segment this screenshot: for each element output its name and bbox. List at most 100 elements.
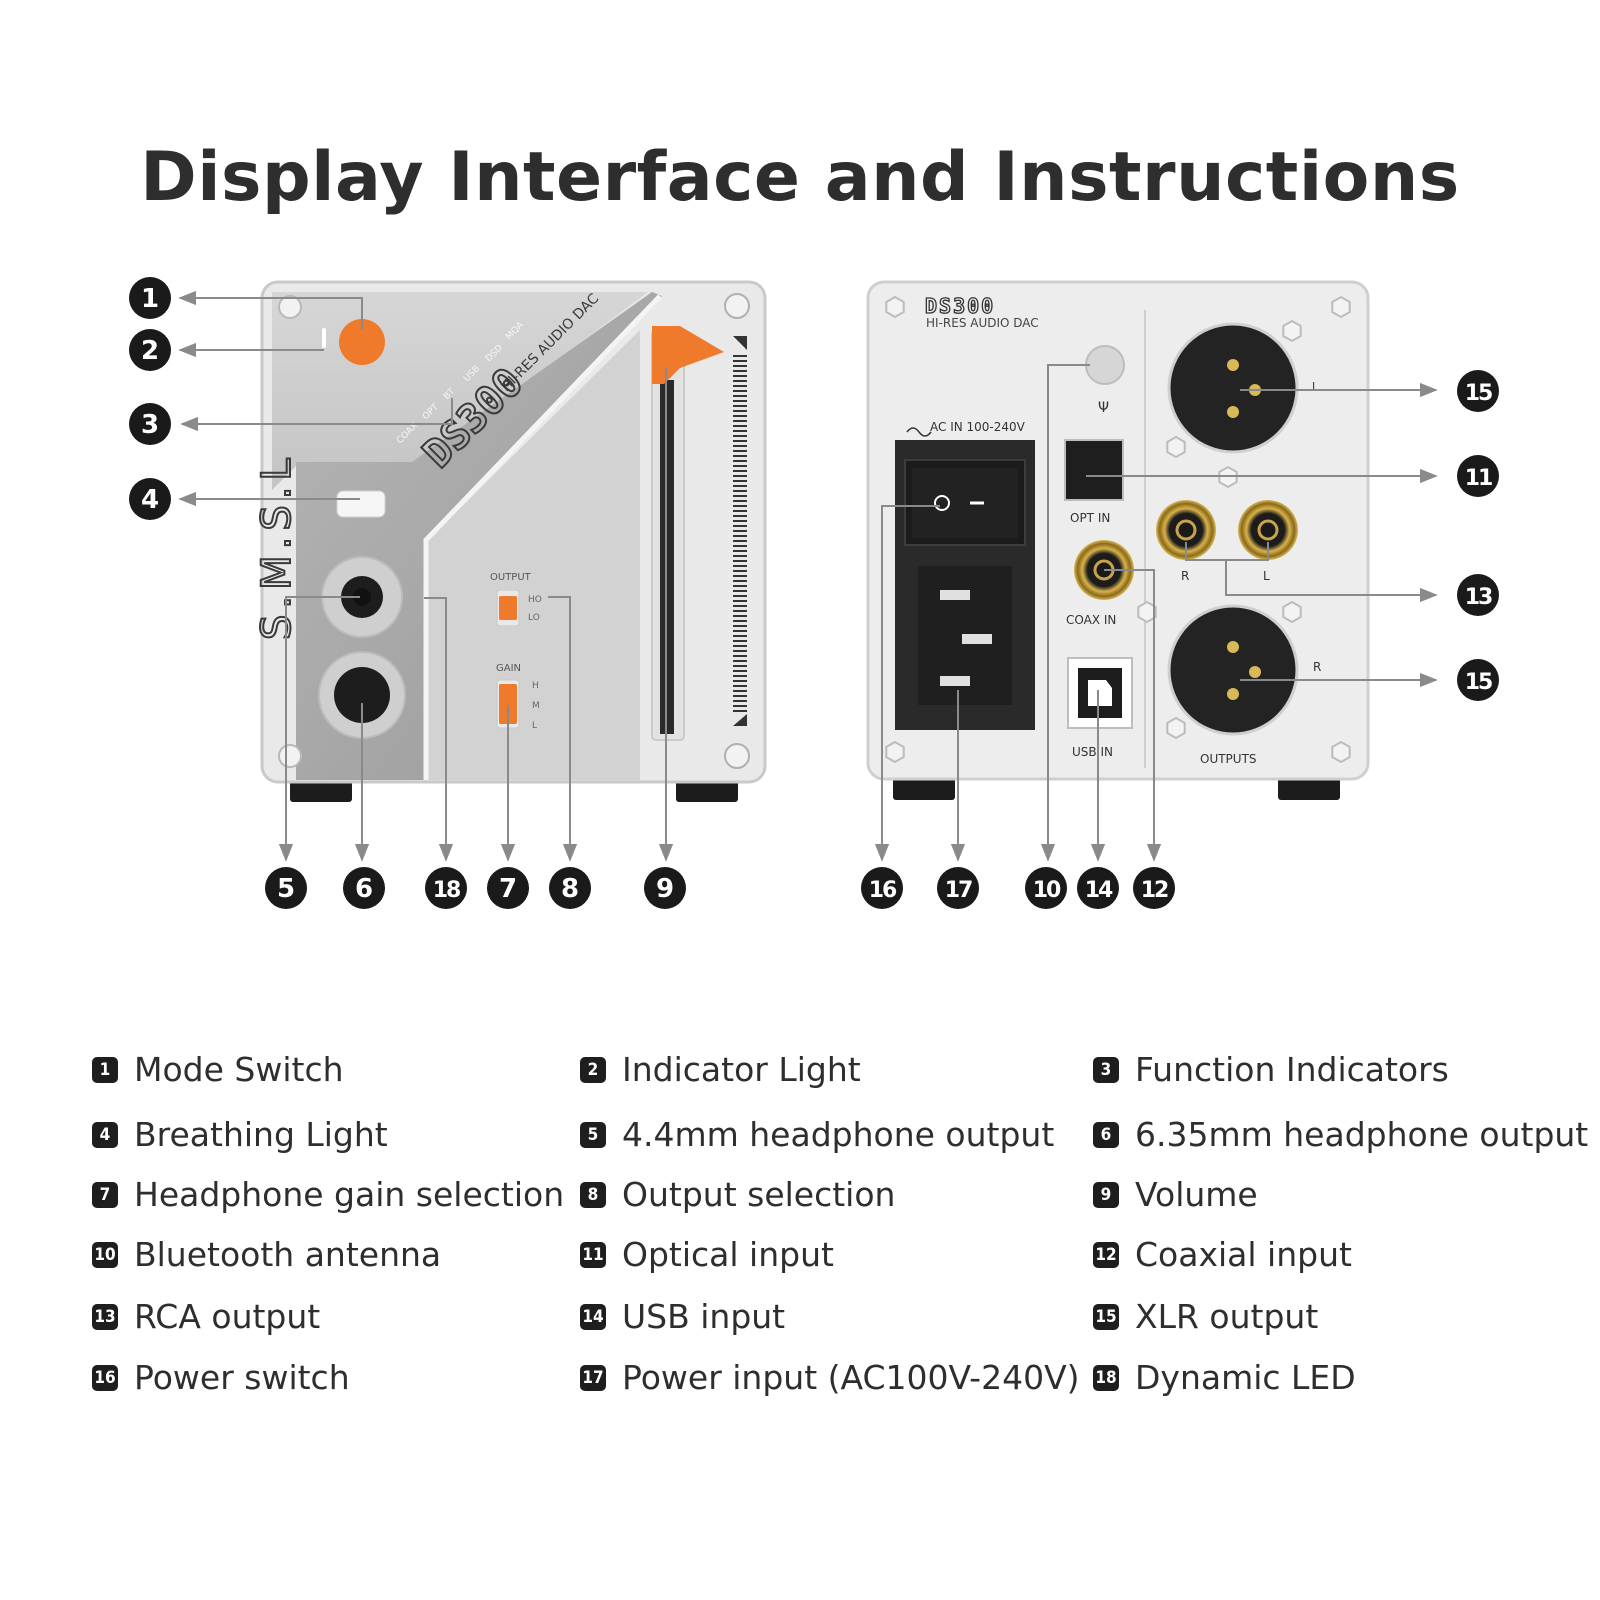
legend-number-badge: 18 xyxy=(1093,1364,1119,1391)
callout-marker-3 xyxy=(129,403,171,445)
rear-foot-left xyxy=(893,778,955,800)
legend-label: Bluetooth antenna xyxy=(134,1235,442,1274)
legend-number-badge: 1 xyxy=(92,1056,118,1083)
gain-option-l: L xyxy=(532,721,537,731)
legend-item-2: 2 Indicator Light xyxy=(580,1050,861,1089)
output-switch-label: OUTPUT xyxy=(490,572,532,583)
hex-screw xyxy=(1331,740,1351,764)
hex-screw xyxy=(885,295,905,319)
callout-marker-16 xyxy=(861,867,903,909)
callout-marker-15 xyxy=(1457,370,1499,412)
legend-label: Headphone gain selection xyxy=(134,1175,565,1214)
legend-item-10: 10 Bluetooth antenna xyxy=(92,1235,441,1274)
xlr-output-left[interactable] xyxy=(1167,322,1299,454)
screw xyxy=(278,744,302,768)
gain-switch-label: GAIN xyxy=(496,663,521,674)
callout-number-3: 3 xyxy=(141,410,159,440)
legend-number-badge: 7 xyxy=(92,1181,118,1208)
hex-screw xyxy=(885,740,905,764)
callout-number-1: 1 xyxy=(141,284,159,314)
legend-label: USB input xyxy=(622,1297,786,1336)
indicator-light xyxy=(322,328,326,348)
device-diagram: DS300 HI-RES AUDIO DAC COAXOPTBTUSBDSDMQ… xyxy=(129,277,1499,909)
legend-item-17: 17 Power input (AC100V-240V) xyxy=(580,1358,1080,1397)
legend-number-badge: 5 xyxy=(580,1121,606,1148)
legend-number-badge: 9 xyxy=(1093,1181,1119,1208)
rca-r-label: R xyxy=(1181,569,1189,583)
xlr-bottom-label: R xyxy=(1313,660,1321,674)
outputs-label: OUTPUTS xyxy=(1200,752,1257,766)
legend-item-7: 7 Headphone gain selection xyxy=(92,1175,564,1214)
callout-number-18: 18 xyxy=(433,878,460,903)
callout-marker-2 xyxy=(129,329,171,371)
legend-number-badge: 2 xyxy=(580,1056,606,1083)
legend-number-badge: 17 xyxy=(580,1364,606,1391)
coax-in-label: COAX IN xyxy=(1066,613,1116,627)
legend-number-badge: 11 xyxy=(580,1241,606,1268)
callout-number-15: 15 xyxy=(1465,670,1492,695)
callout-marker-11 xyxy=(1457,455,1499,497)
optical-input[interactable] xyxy=(1064,439,1124,501)
breathing-light xyxy=(336,490,386,518)
callout-number-15: 15 xyxy=(1465,381,1492,406)
mode-switch-button[interactable] xyxy=(339,319,385,365)
legend-label: Power input (AC100V-240V) xyxy=(622,1358,1080,1397)
legend-item-9: 9 Volume xyxy=(1093,1175,1258,1214)
legend-label: Breathing Light xyxy=(134,1115,388,1154)
front-foot-left xyxy=(290,780,352,802)
gain-option-h: H xyxy=(532,681,539,691)
ac-wave-icon xyxy=(906,427,932,437)
callout-marker-18 xyxy=(425,867,467,909)
leader-lines xyxy=(178,290,1438,862)
callout-marker-14 xyxy=(1077,867,1119,909)
output-switch[interactable] xyxy=(499,596,517,620)
legend-label: Indicator Light xyxy=(622,1050,861,1089)
ac-in-label: AC IN 100-240V xyxy=(930,420,1026,434)
callout-number-4: 4 xyxy=(141,485,159,515)
hex-screw xyxy=(1166,716,1186,740)
legend-number-badge: 12 xyxy=(1093,1241,1119,1268)
legend-label: Coaxial input xyxy=(1135,1235,1352,1274)
gain-switch[interactable] xyxy=(499,684,517,724)
rear-panel: DS300 HI-RES AUDIO DAC Ψ AC IN 100-240V … xyxy=(866,280,1370,800)
legend-item-12: 12 Coaxial input xyxy=(1093,1235,1352,1274)
callout-number-8: 8 xyxy=(561,874,579,904)
legend-label: XLR output xyxy=(1135,1297,1319,1336)
legend-number-badge: 10 xyxy=(92,1241,118,1268)
legend-label: Function Indicators xyxy=(1135,1050,1449,1089)
screw xyxy=(724,743,750,769)
callout-marker-6 xyxy=(343,867,385,909)
callout-marker-15 xyxy=(1457,659,1499,701)
callout-number-13: 13 xyxy=(1465,585,1492,610)
callout-number-2: 2 xyxy=(141,336,159,366)
legend-label: Volume xyxy=(1135,1175,1258,1214)
callout-number-7: 7 xyxy=(499,874,517,904)
xlr-output-right[interactable] xyxy=(1167,604,1299,736)
hex-screw xyxy=(1282,600,1302,624)
output-option-lo: LO xyxy=(528,613,540,623)
xlr-top-label: L xyxy=(1312,380,1319,393)
callout-marker-10 xyxy=(1025,867,1067,909)
screw xyxy=(724,293,750,319)
callout-marker-9 xyxy=(644,867,686,909)
screw xyxy=(278,295,302,319)
legend-label: Output selection xyxy=(622,1175,896,1214)
volume-slider-knob[interactable] xyxy=(652,326,724,384)
callout-number-14: 14 xyxy=(1085,878,1113,903)
legend-number-badge: 15 xyxy=(1093,1303,1119,1330)
antenna-icon: Ψ xyxy=(1098,400,1109,416)
legend-label: Dynamic LED xyxy=(1135,1358,1356,1397)
callout-number-5: 5 xyxy=(277,874,295,904)
bluetooth-antenna[interactable] xyxy=(1085,345,1125,385)
legend-label: 4.4mm headphone output xyxy=(622,1115,1055,1154)
front-panel: DS300 HI-RES AUDIO DAC COAXOPTBTUSBDSDMQ… xyxy=(253,280,767,802)
front-light-area xyxy=(428,330,640,780)
front-dark-plate xyxy=(296,292,662,780)
